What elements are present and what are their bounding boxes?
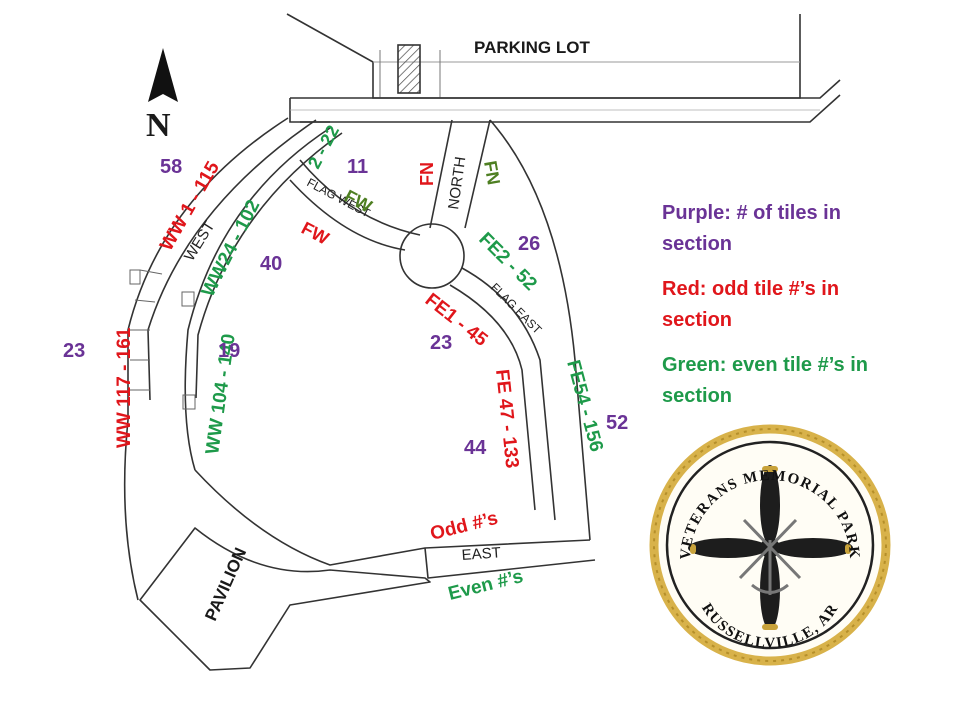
parking-lot [286, 13, 841, 123]
count-flag-east-top: 26 [518, 233, 540, 255]
path-north: NORTH [445, 156, 469, 211]
count-west-top: 58 [160, 156, 182, 178]
path-east: EAST [461, 544, 501, 564]
count-ww-outer: 23 [63, 340, 85, 362]
legend-purple: Purple: # of tiles in section [662, 202, 841, 255]
count-fe-lower: 44 [464, 437, 487, 459]
parking-lot-label: PARKING LOT [474, 38, 590, 57]
count-flag-west-top: 11 [347, 156, 368, 178]
park-seal: VETERANS MEMORIAL PARK RUSSELLVILLE, AR [649, 424, 891, 666]
range-ww-24-102: WW24 - 102 [198, 197, 265, 301]
west-tiles [129, 269, 196, 410]
range-fw-red: FW [298, 218, 332, 249]
range-fn-red: FN [417, 162, 437, 186]
walkways [123, 117, 596, 671]
east-odd-label: Odd #’s [428, 508, 500, 545]
path-flag-east: FLAG EAST [488, 280, 545, 337]
range-fw-2-22: 2 - 22 [304, 122, 343, 172]
count-west-inner: 40 [260, 253, 282, 275]
count-fe-outer: 52 [606, 412, 628, 434]
range-fe-47-133: FE 47 - 133 [491, 368, 522, 469]
legend: Purple: # of tiles in section Red: odd t… [662, 198, 892, 426]
legend-green: Green: even tile #’s in section [662, 354, 869, 407]
range-fn-green: FN [480, 159, 504, 186]
legend-red: Red: odd tile #’s in section [662, 278, 840, 331]
pavilion-label: PAVILION [201, 545, 250, 624]
count-fe-inner: 23 [430, 332, 452, 354]
north-label: N [146, 107, 171, 144]
range-ww-117-161: WW 117 - 161 [114, 327, 135, 448]
north-arrow [148, 48, 178, 102]
range-fe54-156: FE54 - 156 [562, 358, 607, 454]
count-ww-inner: 19 [218, 340, 240, 362]
